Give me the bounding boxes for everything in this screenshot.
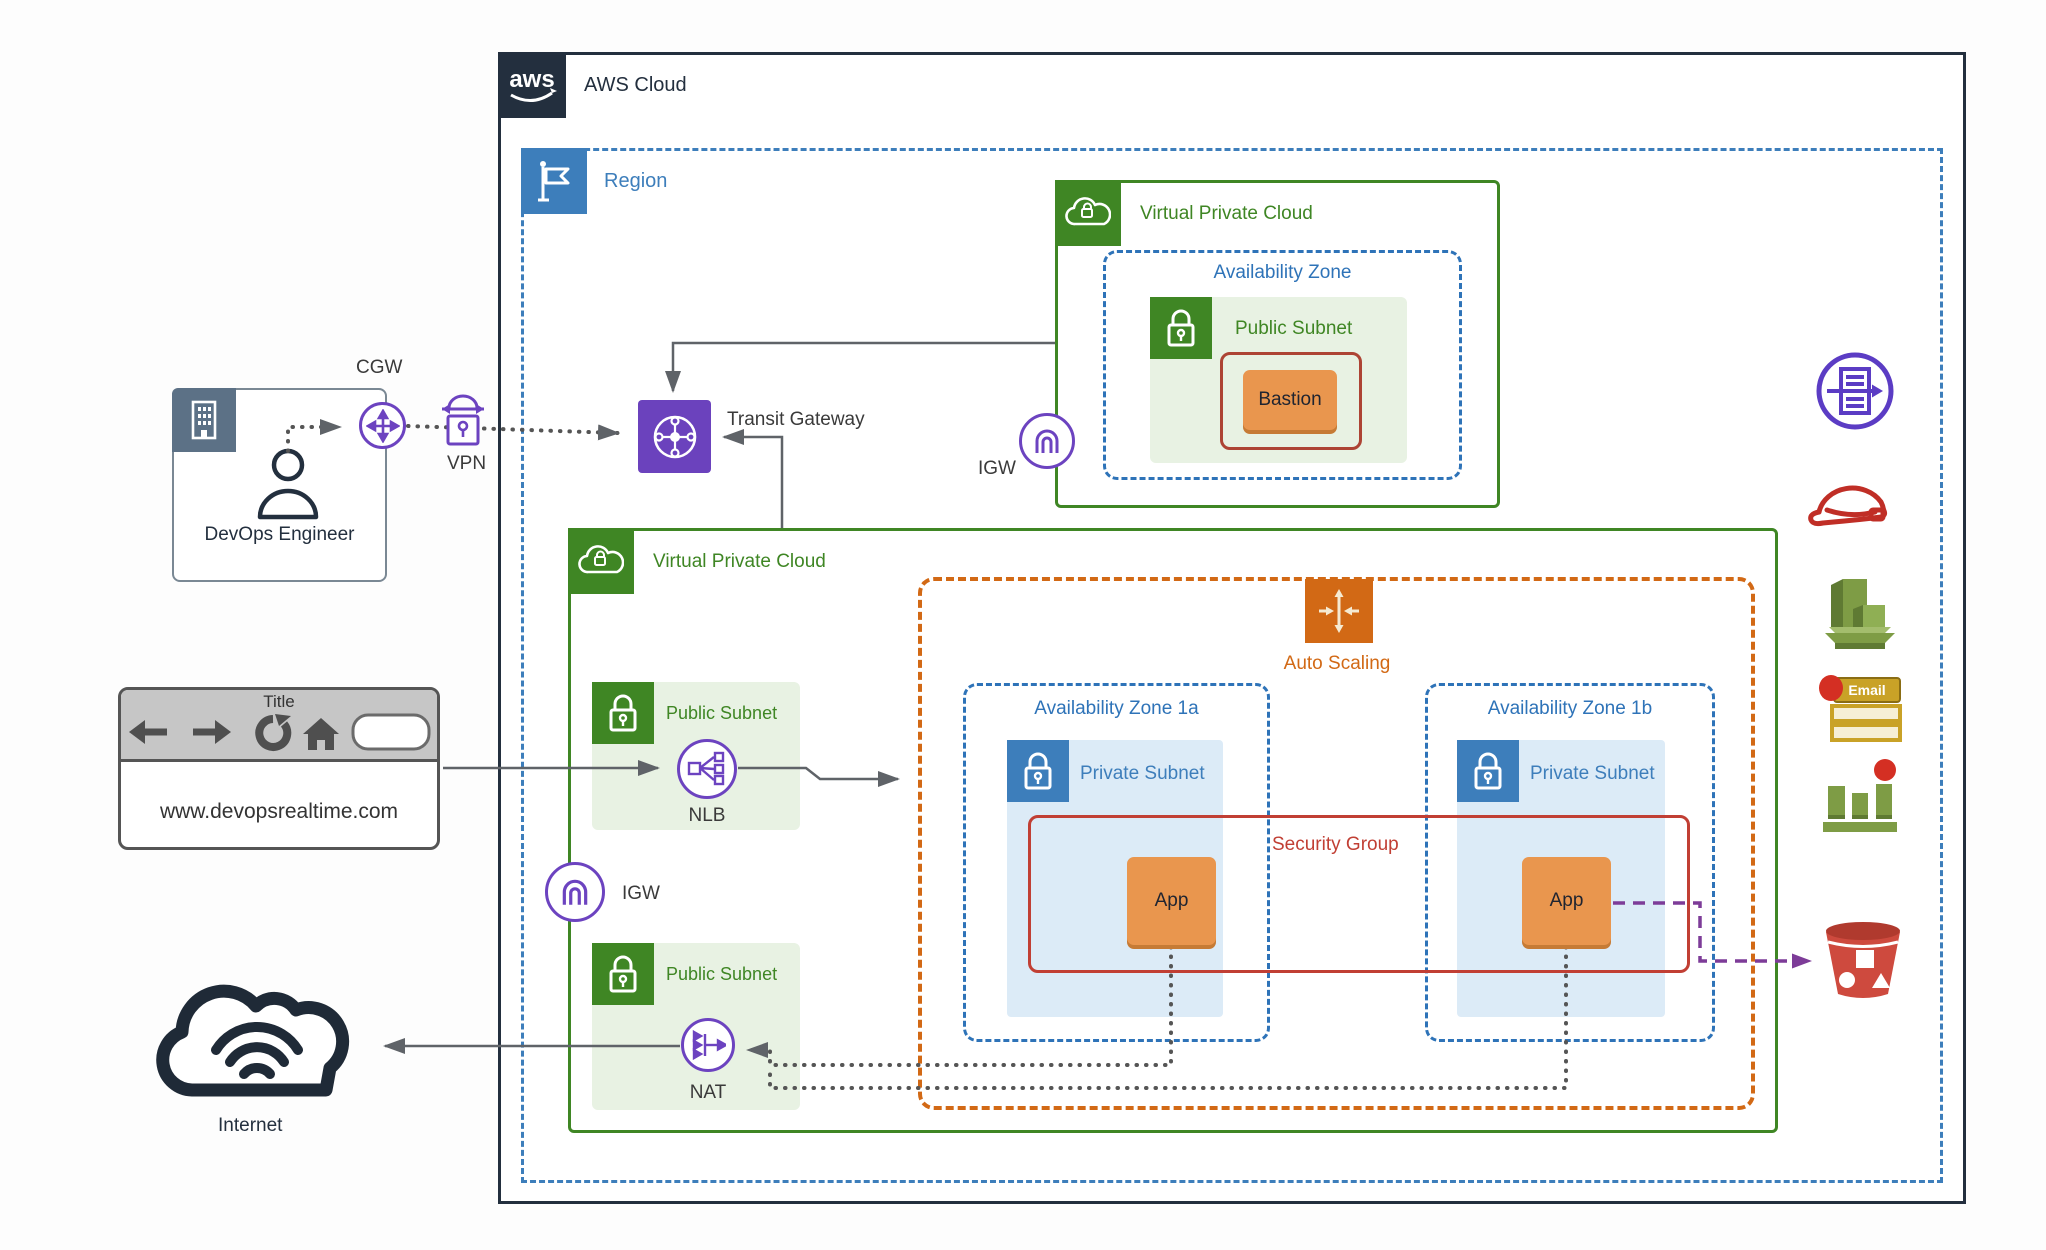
igw-bottom-label: IGW bbox=[622, 883, 660, 904]
back-icon bbox=[129, 720, 167, 744]
igw-bottom-icon bbox=[545, 862, 605, 922]
public-subnet-top-lock-icon bbox=[1150, 297, 1212, 359]
bastion-security-ring bbox=[1220, 352, 1362, 450]
browser-window: Title www.devopsrealtime.com bbox=[118, 687, 440, 850]
nat-subnet-lock-icon bbox=[592, 943, 654, 1005]
app-1b-label: App bbox=[1549, 890, 1584, 911]
internet-cloud-icon bbox=[140, 948, 378, 1108]
bastion-label: Bastion bbox=[1258, 389, 1322, 410]
transit-gateway-label: Transit Gateway bbox=[727, 409, 865, 430]
nlb-subnet-label: Public Subnet bbox=[666, 703, 778, 723]
igw-top-icon bbox=[1019, 413, 1075, 469]
aws-logo-text: aws bbox=[509, 66, 554, 93]
private-subnet-1b-lock-icon bbox=[1457, 740, 1519, 802]
browser-url-text: www.devopsrealtime.com bbox=[159, 800, 399, 823]
bar-chart-icon bbox=[1820, 758, 1900, 836]
availability-zone-1b-label: Availability Zone 1b bbox=[1487, 698, 1653, 719]
igw-top-label: IGW bbox=[978, 458, 1016, 479]
app-1b-node: App bbox=[1522, 857, 1611, 945]
refresh-icon bbox=[255, 714, 292, 751]
vpc-top-label: Virtual Private Cloud bbox=[1140, 203, 1313, 224]
bucket-icon bbox=[1820, 918, 1906, 1000]
email-icon-text: Email bbox=[1848, 682, 1885, 698]
availability-zone-1a-label: Availability Zone 1a bbox=[1034, 698, 1199, 719]
auto-scaling-icon bbox=[1305, 579, 1373, 643]
region-container bbox=[521, 148, 1943, 1183]
home-icon bbox=[303, 718, 339, 750]
bastion-node: Bastion bbox=[1243, 370, 1337, 430]
nlb-subnet-lock-icon bbox=[592, 682, 654, 744]
availability-zone-top bbox=[1103, 250, 1462, 480]
app-1a-label: App bbox=[1154, 890, 1189, 911]
person-icon bbox=[248, 443, 328, 523]
vpc-bottom-label: Virtual Private Cloud bbox=[653, 551, 826, 572]
email-icon: Email bbox=[1818, 674, 1904, 744]
nlb-label: NLB bbox=[688, 805, 726, 826]
region-label: Region bbox=[604, 170, 668, 192]
vpc-top-icon bbox=[1055, 180, 1121, 246]
customer-gateway-icon bbox=[359, 402, 406, 449]
buildings-icon bbox=[1823, 565, 1897, 651]
forward-icon bbox=[193, 720, 231, 744]
private-subnet-1a-label: Private Subnet bbox=[1080, 763, 1205, 784]
availability-zone-top-label: Availability Zone bbox=[1213, 262, 1352, 283]
public-subnet-top-label: Public Subnet bbox=[1235, 318, 1353, 339]
internet-label: Internet bbox=[218, 1115, 283, 1136]
app-1a-node: App bbox=[1127, 857, 1216, 945]
vpn-label: VPN bbox=[447, 453, 487, 474]
browser-title: Title bbox=[263, 692, 295, 711]
nat-icon bbox=[681, 1018, 735, 1072]
private-subnet-1b-label: Private Subnet bbox=[1530, 763, 1655, 784]
transit-gateway-icon bbox=[638, 400, 711, 473]
aws-logo-icon: aws bbox=[498, 52, 566, 118]
vpn-icon bbox=[436, 386, 490, 450]
document-transfer-icon bbox=[1815, 351, 1895, 431]
browser-nav-icons bbox=[129, 714, 339, 751]
vpc-bottom-icon bbox=[568, 528, 634, 594]
auto-scaling-label: Auto Scaling bbox=[1283, 653, 1391, 674]
nat-label: NAT bbox=[689, 1082, 727, 1103]
nlb-icon bbox=[677, 739, 737, 799]
browser-toolbar: Title bbox=[121, 690, 437, 762]
nat-subnet-label: Public Subnet bbox=[666, 964, 778, 984]
region-flag-icon bbox=[521, 148, 587, 214]
corporate-building-icon bbox=[172, 388, 236, 452]
cgw-label: CGW bbox=[356, 357, 403, 378]
hard-hat-icon bbox=[1803, 468, 1897, 532]
private-subnet-1a-lock-icon bbox=[1007, 740, 1069, 802]
availability-zone-1b bbox=[1425, 683, 1715, 1042]
security-group-label: Security Group bbox=[1272, 834, 1399, 855]
url-field bbox=[351, 713, 431, 751]
aws-cloud-label: AWS Cloud bbox=[584, 74, 687, 96]
devops-label: DevOps Engineer bbox=[204, 524, 355, 545]
